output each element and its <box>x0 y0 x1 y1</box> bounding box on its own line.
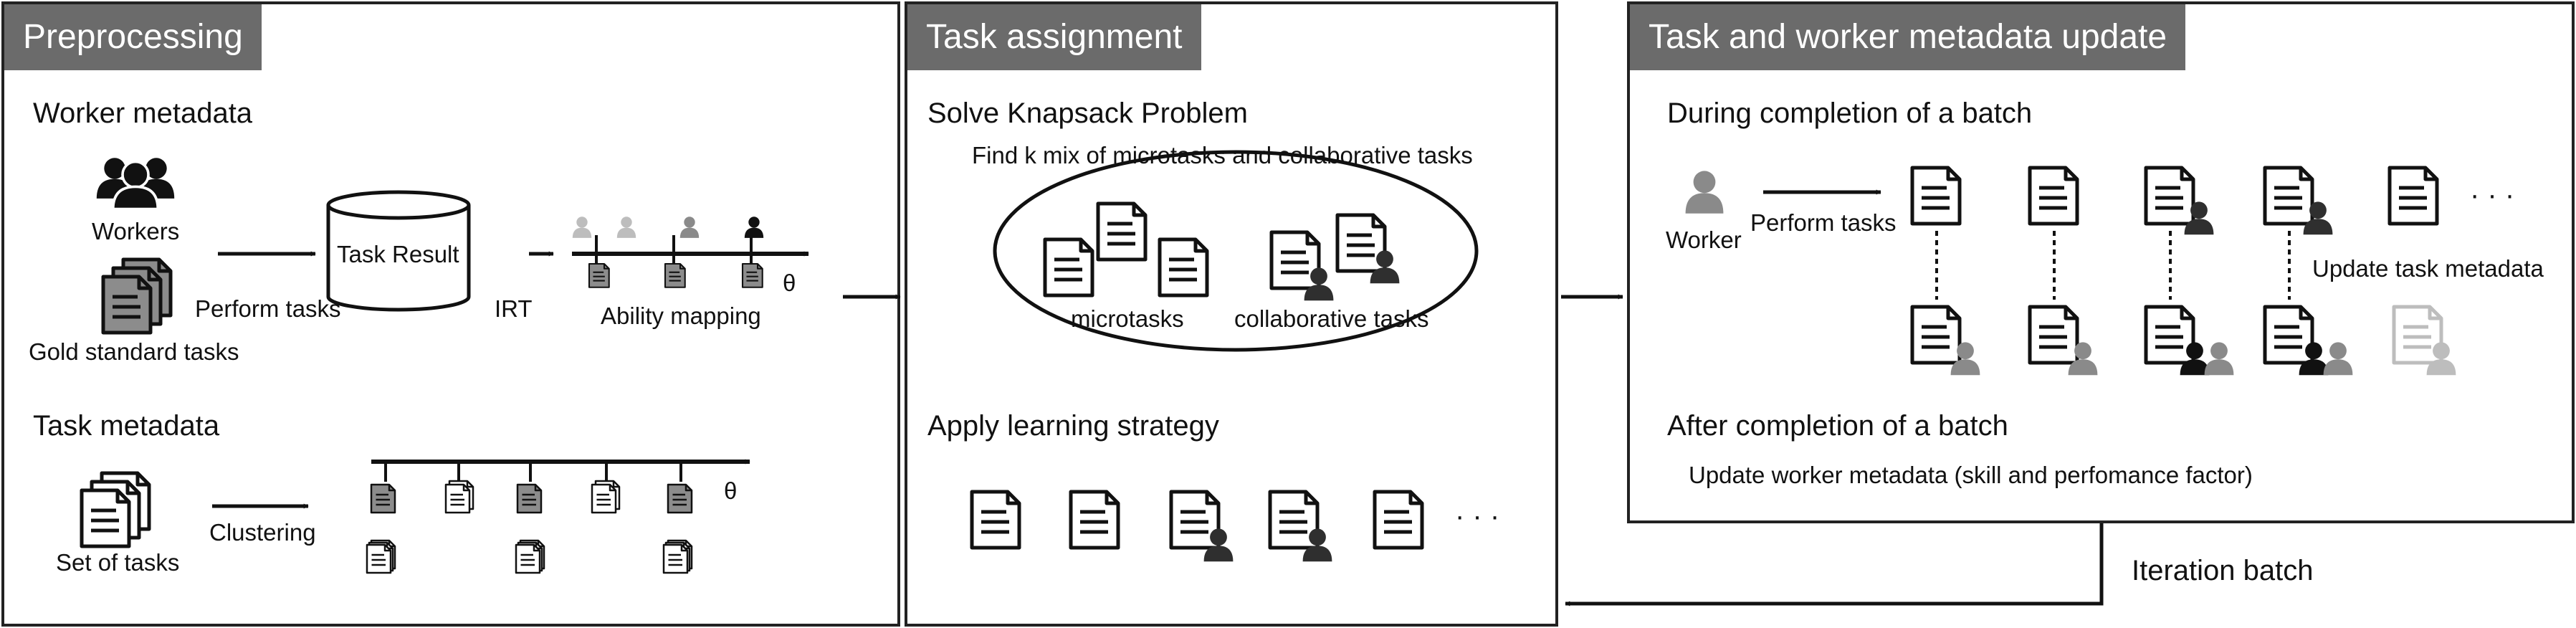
learning-strategy-docs <box>972 492 1422 562</box>
label-after-batch: After completion of a batch <box>1667 410 2008 442</box>
label-find-mix: Find k mix of microtasks and collaborati… <box>972 142 1473 168</box>
label-microtasks: microtasks <box>1071 305 1184 332</box>
task-mix-ellipse <box>993 150 1479 352</box>
ability-workers <box>572 217 764 238</box>
panel-title-metadata-update: Task and worker metadata update <box>1630 4 2186 70</box>
gold-standard-tasks-icon <box>103 260 171 333</box>
label-worker-metadata: Worker metadata <box>33 97 253 129</box>
set-of-tasks-icon <box>82 473 149 546</box>
dotted-update-arrows <box>1935 231 2291 300</box>
label-clustering: Clustering <box>209 519 316 546</box>
label-update-worker-metadata: Update worker metadata (skill and perfom… <box>1689 462 2253 488</box>
label-set-of-tasks: Set of tasks <box>56 549 180 576</box>
cluster-docs <box>366 480 693 574</box>
label-during-batch: During completion of a batch <box>1667 97 2033 129</box>
label-ellipsis-assignment: · · · <box>1455 500 1500 532</box>
panel-title-task-assignment: Task assignment <box>907 4 1201 70</box>
label-perform-tasks-update: Perform tasks <box>1750 209 1897 236</box>
panel-metadata-update: Task and worker metadata update <box>1627 1 2575 523</box>
label-gold-standard-tasks: Gold standard tasks <box>29 338 239 365</box>
worker-icon <box>1685 171 1724 214</box>
label-collaborative-tasks: collaborative tasks <box>1234 305 1429 332</box>
label-update-task-metadata: Update task metadata <box>2312 255 2544 282</box>
label-task-metadata: Task metadata <box>33 410 220 442</box>
task-result-database-icon <box>326 190 471 312</box>
batch-bottom-row <box>1912 307 2456 376</box>
label-theta-2: θ <box>724 477 738 504</box>
label-ellipsis-update: · · · <box>2470 179 2515 211</box>
label-worker: Worker <box>1666 227 1742 253</box>
workers-icon <box>96 158 175 211</box>
panel-title-preprocessing: Preprocessing <box>4 4 262 70</box>
label-irt: IRT <box>495 295 533 322</box>
cluster-ticks <box>384 462 682 482</box>
label-iteration-batch: Iteration batch <box>2132 555 2314 586</box>
batch-top-row <box>1912 168 2437 235</box>
label-task-result: Task Result <box>337 241 459 267</box>
label-ability-mapping: Ability mapping <box>601 303 761 329</box>
label-theta-1: θ <box>783 270 796 296</box>
label-learning-strategy: Apply learning strategy <box>927 410 1219 442</box>
label-perform-tasks-pre: Perform tasks <box>195 295 341 322</box>
ability-task-docs <box>588 262 763 288</box>
label-knapsack: Solve Knapsack Problem <box>927 97 1248 129</box>
label-workers: Workers <box>92 218 180 244</box>
iteration-loop-arrow <box>1565 523 2104 606</box>
